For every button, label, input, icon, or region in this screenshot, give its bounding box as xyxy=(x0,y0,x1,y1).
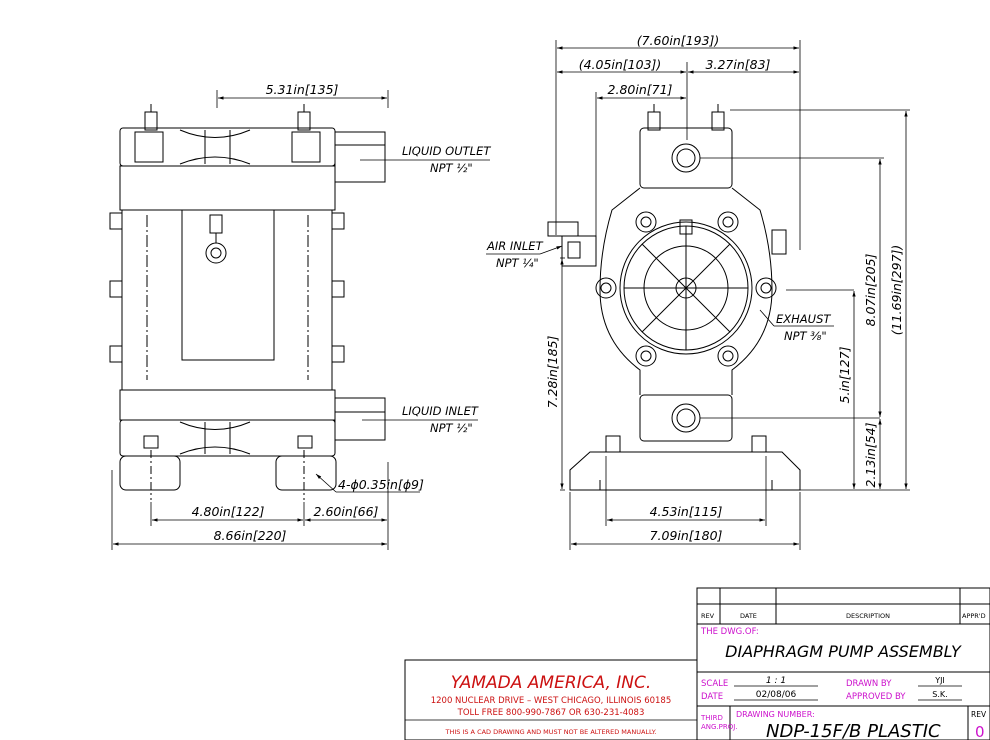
tb-rev-value: 0 xyxy=(975,723,985,740)
tb-appr-header: APPR'D xyxy=(962,612,986,620)
tb-description-header: DESCRIPTION xyxy=(846,612,890,620)
dim-top-left: (4.05in[103]) xyxy=(579,57,662,72)
dim-hole-callout: 4-ϕ0.35in[ϕ9] xyxy=(338,477,424,492)
tb-drawn-by-value: YJI xyxy=(934,676,945,685)
dim-front-base-overall: 7.09in[180] xyxy=(650,528,723,543)
dim-height-outlet: 8.07in[205] xyxy=(863,253,878,326)
front-view-dimensions xyxy=(486,40,910,550)
tb-drawn-by-label: DRAWN BY xyxy=(846,679,892,689)
tb-approved-by-label: APPROVED BY xyxy=(846,692,906,702)
company-block: YAMADA AMERICA, INC. 1200 NUCLEAR DRIVE … xyxy=(404,659,698,740)
label-liquid-outlet-npt: NPT ½" xyxy=(430,161,473,175)
company-phone: TOLL FREE 800-990-7867 OR 630-231-4083 xyxy=(457,708,645,718)
tb-date-value: 02/08/06 xyxy=(756,690,797,700)
label-exhaust: EXHAUST xyxy=(776,312,831,326)
dim-side-bottom-right: 2.60in[66] xyxy=(314,504,379,519)
tb-drawing-number-label: DRAWING NUMBER: xyxy=(736,710,815,719)
label-liquid-inlet: LIQUID INLET xyxy=(402,404,479,418)
label-liquid-outlet: LIQUID OUTLET xyxy=(402,144,491,158)
tb-approved-by-value: S.K. xyxy=(932,690,947,699)
label-exhaust-npt: NPT ⅜" xyxy=(784,329,827,343)
tb-projection-line2: ANG.PROJ. xyxy=(701,723,738,731)
dim-top-overall: (7.60in[193]) xyxy=(637,33,720,48)
dim-height-inlet: 2.13in[54] xyxy=(863,422,878,487)
dim-height-left: 7.28in[185] xyxy=(545,335,560,408)
tb-date-header: DATE xyxy=(740,612,757,620)
dim-top-right: 3.27in[83] xyxy=(706,57,771,72)
tb-rev-header: REV xyxy=(701,612,715,620)
cad-notice: THIS IS A CAD DRAWING AND MUST NOT BE AL… xyxy=(444,728,656,736)
label-air-inlet-npt: NPT ¼" xyxy=(496,256,539,270)
label-air-inlet: AIR INLET xyxy=(486,239,544,253)
dim-height-exhaust: 5.in[127] xyxy=(837,346,852,403)
dim-side-top: 5.31in[135] xyxy=(266,82,339,97)
dim-port-offset: 2.80in[71] xyxy=(608,82,673,97)
tb-date-label: DATE xyxy=(701,692,723,702)
dim-front-base-inner: 4.53in[115] xyxy=(650,504,723,519)
front-view xyxy=(547,104,801,491)
dim-side-overall: 8.66in[220] xyxy=(214,528,287,543)
tb-scale-value: 1 : 1 xyxy=(766,676,786,686)
dim-height-overall: (11.69in[297]) xyxy=(889,245,904,336)
title-block xyxy=(696,587,990,740)
tb-drawing-number: NDP-15F/B PLASTIC xyxy=(766,721,941,740)
company-name: YAMADA AMERICA, INC. xyxy=(451,673,652,693)
tb-rev-label: REV xyxy=(971,710,987,719)
side-view-dimensions xyxy=(111,90,490,550)
company-address: 1200 NUCLEAR DRIVE – WEST CHICAGO, ILLIN… xyxy=(431,696,672,706)
label-liquid-inlet-npt: NPT ½" xyxy=(430,421,473,435)
tb-dwg-title: DIAPHRAGM PUMP ASSEMBLY xyxy=(725,642,962,661)
tb-dwg-of-label: THE DWG.OF: xyxy=(700,627,759,637)
tb-projection-line1: THIRD xyxy=(700,714,723,722)
tb-scale-label: SCALE xyxy=(701,679,728,689)
side-view xyxy=(109,104,386,500)
dim-side-bottom-left: 4.80in[122] xyxy=(192,504,265,519)
